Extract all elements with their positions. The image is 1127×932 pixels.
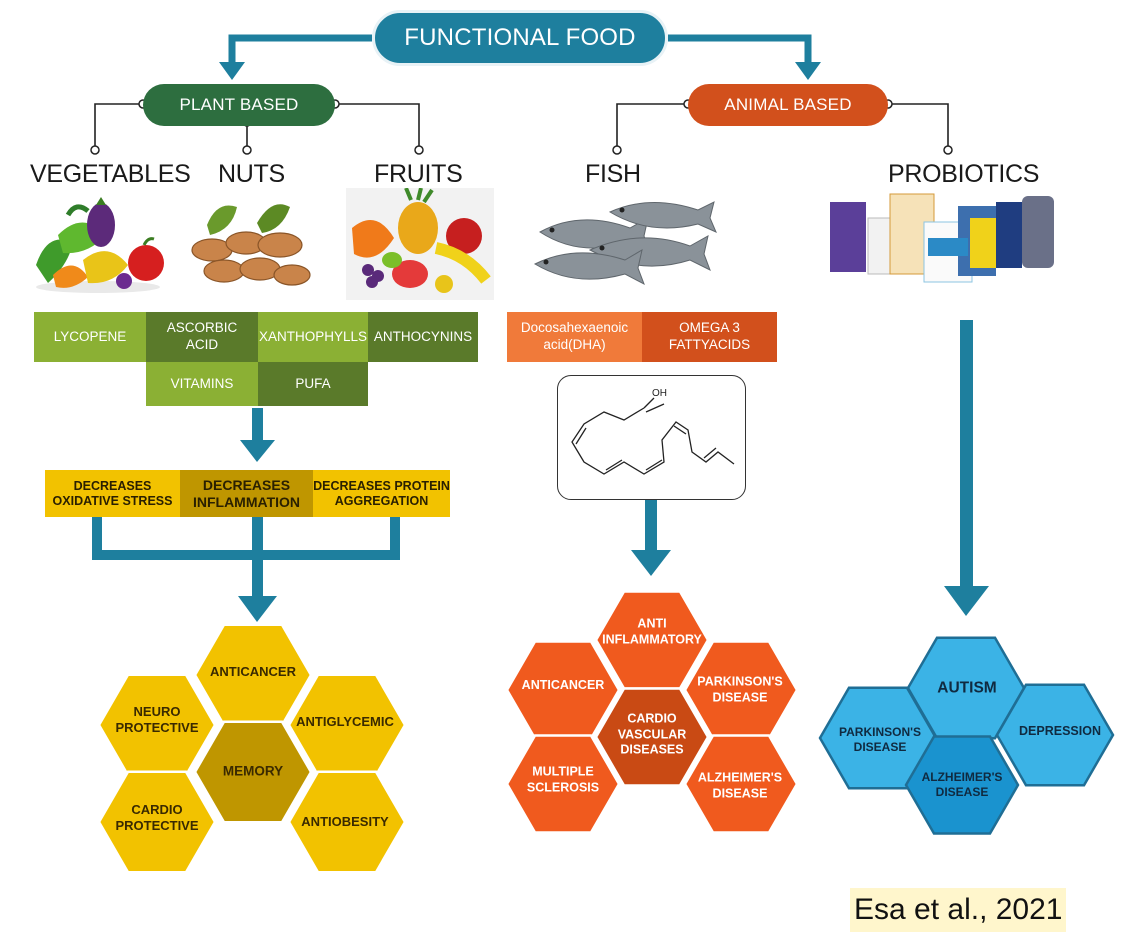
compound-xanthophylls: XANTHOPHYLLS (258, 312, 368, 362)
dha-molecule-drawing: OH (571, 388, 735, 475)
outcome-alzheimers-probiotic: ALZHEIMER'S DISEASE (921, 770, 1003, 799)
compound-dha: Docosahexaenoic acid(DHA) (507, 312, 642, 362)
outcome-cardio-protective: CARDIO PROTECTIVE (115, 801, 199, 833)
hex-plant-cardio (97, 770, 217, 874)
outcome-autism: AUTISM (937, 679, 997, 697)
compound-pufa: PUFA (258, 362, 368, 406)
outcome-antiobesity: ANTIOBESITY (301, 813, 389, 829)
category-nuts: NUTS (218, 160, 285, 188)
probiotics-illustration (830, 193, 1054, 283)
plant-based-label: PLANT BASED (143, 84, 335, 126)
outcome-multiple-sclerosis: MULTIPLE SCLEROSIS (526, 764, 600, 794)
outcome-parkinsons-probiotic: PARKINSON'S DISEASE (839, 725, 921, 754)
hex-fish-alzheimers (683, 734, 799, 834)
citation: Esa et al., 2021 (850, 888, 1067, 932)
nuts-illustration (191, 204, 311, 286)
compound-omega-3: OMEGA 3 FATTYACIDS (642, 312, 777, 362)
hex-fish-cardio (594, 687, 710, 787)
hex-pro-depression (995, 683, 1115, 787)
outcome-depression: DEPRESSION (1019, 724, 1101, 739)
outcome-memory: MEMORY (222, 763, 284, 779)
effect-oxidative-stress: DECREASES OXIDATIVE STRESS (45, 470, 180, 517)
functional-food-title: FUNCTIONAL FOOD (372, 10, 668, 66)
animal-based-label: ANIMAL BASED (688, 84, 888, 126)
outcome-anticancer-plant: ANTICANCER (210, 663, 296, 679)
category-fish: FISH (585, 160, 641, 188)
hex-pro-alzheimers (904, 735, 1020, 835)
category-probiotics: PROBIOTICS (888, 160, 1040, 188)
outcome-parkinsons-fish: PARKINSON'S DISEASE (697, 674, 783, 704)
compound-ascorbic-acid: ASCORBIC ACID (146, 312, 258, 362)
fish-illustration (533, 201, 717, 286)
hex-plant-antiobesity (287, 770, 407, 874)
effect-inflammation: DECREASES INFLAMMATION (180, 470, 313, 517)
category-fruits: FRUITS (374, 160, 463, 188)
compound-anthocynins: ANTHOCYNINS (368, 312, 478, 362)
fruits-illustration (346, 188, 494, 300)
outcome-neuro-protective: NEURO PROTECTIVE (115, 703, 199, 735)
molecule-oh-label: OH (652, 388, 667, 399)
compound-vitamins: VITAMINS (146, 362, 258, 406)
vegetables-illustration (36, 197, 164, 293)
outcome-anti-inflammatory: ANTI INFLAMMATORY (602, 616, 702, 646)
outcome-alzheimers-fish: ALZHEIMER'S DISEASE (697, 770, 783, 800)
hex-fish-sclerosis (505, 734, 621, 834)
outcome-cardiovascular: CARDIO VASCULAR DISEASES (617, 711, 687, 757)
hex-plant-memory (193, 720, 313, 824)
outcome-anticancer-fish: ANTICANCER (521, 678, 605, 693)
outcome-antiglycemic: ANTIGLYCEMIC (296, 713, 394, 729)
category-vegetables: VEGETABLES (30, 160, 191, 188)
effect-protein-aggregation: DECREASES PROTEIN AGGREGATION (313, 470, 450, 517)
dha-molecule-structure: OH (557, 375, 746, 500)
compound-lycopene: LYCOPENE (34, 312, 146, 362)
